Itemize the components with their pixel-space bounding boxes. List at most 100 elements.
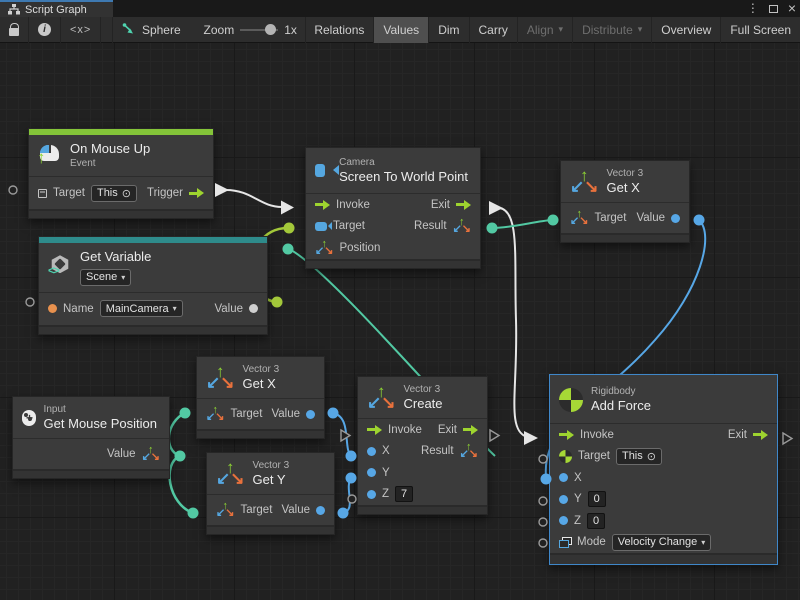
variable-color-bar xyxy=(39,237,267,243)
flow-arrow-icon[interactable] xyxy=(315,199,330,210)
unity-variable-icon: <> xyxy=(48,255,72,279)
gamepad-icon: + xyxy=(22,409,36,426)
gameobject-icon xyxy=(38,188,47,198)
flow-arrow-icon[interactable] xyxy=(189,188,204,198)
maximize-icon[interactable] xyxy=(768,4,778,13)
wire-camera-result-to-getx-target[interactable] xyxy=(491,219,553,229)
vector3-port-icon[interactable]: ↑↙↘ xyxy=(315,237,334,257)
float-port-icon[interactable] xyxy=(367,489,376,499)
x-label: X xyxy=(574,471,582,484)
y-label: Y xyxy=(574,493,582,506)
relations-button[interactable]: Relations xyxy=(305,16,375,43)
vector3-port-icon[interactable]: ↑↙↘ xyxy=(570,208,589,227)
wire-getx-to-create-x[interactable] xyxy=(332,412,352,457)
target-picker[interactable]: This ⊙ xyxy=(615,447,662,465)
value-label: Value xyxy=(281,504,310,516)
node-get-mouse-position[interactable]: + Input Get Mouse Position Value ↑↙↘ xyxy=(12,396,170,479)
info-icon: i xyxy=(38,23,51,36)
node-vector3-create[interactable]: ↑↙↘ Vector 3 Create Invoke Exit X Result… xyxy=(357,376,488,515)
float-port-icon[interactable] xyxy=(559,494,568,504)
menu-icon[interactable]: ⋮ xyxy=(746,1,759,15)
graph-selector[interactable]: Sphere xyxy=(113,17,190,43)
mouse-up-icon: ↑ xyxy=(37,144,62,168)
wire-mouse-to-gety-target[interactable] xyxy=(168,454,194,515)
node-kind: Rigidbody xyxy=(591,386,636,397)
dim-button[interactable]: Dim xyxy=(429,16,470,43)
wire-mouse-to-getx-target[interactable] xyxy=(167,411,186,458)
rigidbody-port-icon[interactable] xyxy=(559,449,572,463)
node-get-x-top[interactable]: ↑↙↘ Vector 3 Get X ↑↙↘ Target Value xyxy=(560,160,690,243)
invoke-label: Invoke xyxy=(580,428,614,441)
wire-gety-to-create-y[interactable] xyxy=(342,477,352,514)
z-value-field[interactable]: 0 xyxy=(587,512,606,529)
overview-button[interactable]: Overview xyxy=(652,16,722,43)
vector3-port-icon[interactable]: ↑↙↘ xyxy=(216,500,235,519)
invoke-label: Invoke xyxy=(336,198,370,211)
object-port-icon[interactable] xyxy=(249,304,258,313)
full-screen-button[interactable]: Full Screen xyxy=(730,22,792,37)
float-port-icon[interactable] xyxy=(367,468,376,478)
node-title: Get X xyxy=(606,180,640,195)
node-title: Add Force xyxy=(591,398,651,413)
float-port-icon[interactable] xyxy=(367,446,376,456)
flow-arrow-icon[interactable] xyxy=(559,429,574,440)
target-label: Target xyxy=(333,220,365,233)
result-label: Result xyxy=(413,220,447,233)
target-picker-icon: ⊙ xyxy=(646,450,656,463)
code-icon: <x> xyxy=(70,23,92,36)
flow-arrow-icon[interactable] xyxy=(753,429,768,440)
mode-dropdown[interactable]: Velocity Change ▾ xyxy=(611,533,712,551)
info-button[interactable]: i xyxy=(29,16,61,43)
flow-arrow-icon[interactable] xyxy=(463,424,478,435)
node-add-force[interactable]: Rigidbody Add Force Invoke Exit Target T… xyxy=(549,374,778,565)
value-label: Value xyxy=(214,302,243,315)
zoom-slider-handle[interactable] xyxy=(265,24,277,35)
vector3-port-icon[interactable]: ↑↙↘ xyxy=(141,444,160,463)
code-preview-button[interactable]: <x> xyxy=(61,16,102,43)
float-port-icon[interactable] xyxy=(559,516,568,526)
string-port-icon[interactable] xyxy=(48,304,57,313)
lock-button[interactable] xyxy=(0,16,29,43)
target-label: Target xyxy=(578,450,610,463)
camera-port-icon[interactable] xyxy=(315,221,332,231)
y-value-field[interactable]: 0 xyxy=(587,491,606,508)
node-screen-to-world-point[interactable]: Camera Screen To World Point Invoke Exit… xyxy=(305,147,481,269)
node-on-mouse-up[interactable]: ↑ On Mouse Up Event Target This ⊙ Trigge… xyxy=(28,128,214,219)
vector3-port-icon[interactable]: ↑↙↘ xyxy=(452,216,471,236)
zoom-slider[interactable] xyxy=(240,24,279,35)
scope-dropdown[interactable]: Scene ▾ xyxy=(80,268,132,286)
vector3-icon: ↑↙↘ xyxy=(206,361,235,392)
target-label: Target xyxy=(594,212,627,224)
flow-arrow-icon[interactable] xyxy=(456,199,471,210)
tab-script-graph[interactable]: Script Graph xyxy=(0,0,113,17)
carry-button[interactable]: Carry xyxy=(470,16,518,43)
node-footer xyxy=(197,429,324,438)
z-label: Z xyxy=(574,514,582,527)
vector3-port-icon[interactable]: ↑↙↘ xyxy=(459,441,478,461)
zoom-value: 1x xyxy=(284,22,297,37)
close-icon[interactable]: × xyxy=(787,0,796,16)
vector3-port-icon[interactable]: ↑↙↘ xyxy=(206,404,225,423)
node-title: Get Mouse Position xyxy=(43,416,157,431)
align-button: Align▾ xyxy=(518,16,574,43)
invoke-label: Invoke xyxy=(388,423,422,436)
target-picker[interactable]: This ⊙ xyxy=(90,184,137,202)
wire-exit-to-addforce-invoke[interactable] xyxy=(499,207,528,438)
target-label: Target xyxy=(240,504,273,516)
float-port-icon[interactable] xyxy=(559,473,568,483)
chevron-down-icon: ▾ xyxy=(558,24,564,34)
z-value-field[interactable]: 7 xyxy=(395,486,414,503)
float-port-icon[interactable] xyxy=(306,409,315,419)
flow-arrow-icon[interactable] xyxy=(367,424,382,435)
values-button[interactable]: Values xyxy=(374,16,430,43)
wire-trigger-to-invoke[interactable] xyxy=(225,189,283,208)
node-footer xyxy=(306,258,480,268)
node-get-variable[interactable]: <> Get Variable Scene ▾ Name MainCamera … xyxy=(38,236,268,335)
node-get-y[interactable]: ↑↙↘ Vector 3 Get Y ↑↙↘ Target Value xyxy=(206,452,335,535)
variable-name-dropdown[interactable]: MainCamera ▾ xyxy=(99,300,183,317)
target-picker-icon: ⊙ xyxy=(121,187,131,200)
node-title: On Mouse Up xyxy=(70,141,151,156)
float-port-icon[interactable] xyxy=(671,213,680,223)
float-port-icon[interactable] xyxy=(316,505,325,515)
node-get-x-mid[interactable]: ↑↙↘ Vector 3 Get X ↑↙↘ Target Value xyxy=(196,356,325,439)
